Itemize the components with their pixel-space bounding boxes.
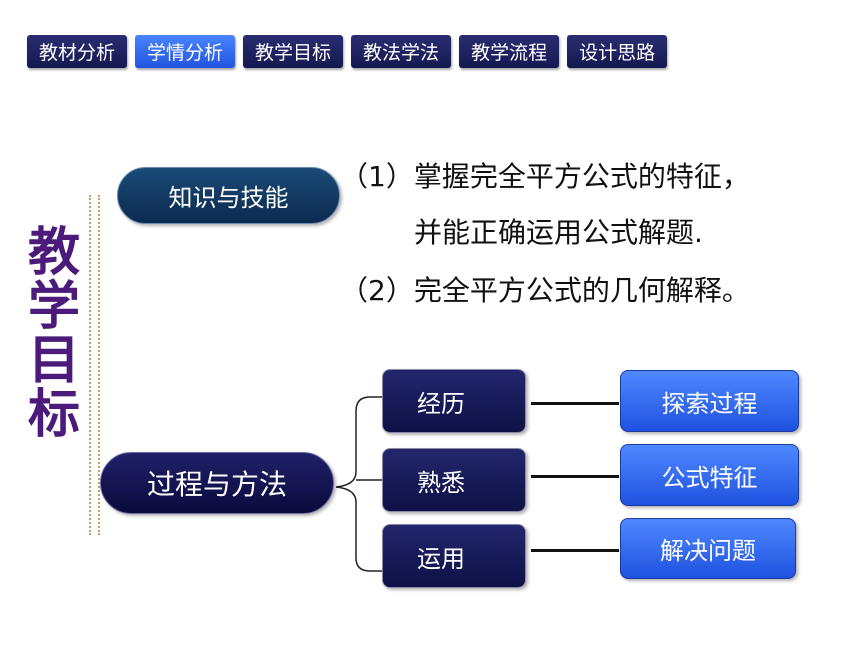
objective-1-line1: （1）掌握完全平方公式的特征， bbox=[340, 160, 750, 193]
side-title-char: 目 bbox=[27, 331, 80, 391]
objective-1-line2: 并能正确运用公式解题. bbox=[414, 216, 703, 249]
knowledge-skills-pill: 知识与技能 bbox=[117, 167, 340, 224]
dotted-divider bbox=[89, 195, 91, 535]
tab-textbook-analysis[interactable]: 教材分析 bbox=[27, 35, 128, 68]
tab-teaching-goals[interactable]: 教学目标 bbox=[243, 35, 344, 68]
step-verb-box: 运用 bbox=[382, 524, 526, 588]
process-methods-pill: 过程与方法 bbox=[100, 452, 334, 514]
connector-line bbox=[531, 402, 619, 405]
step-target-box: 公式特征 bbox=[620, 444, 799, 506]
side-title-char: 学 bbox=[27, 277, 80, 337]
connector-line bbox=[531, 549, 619, 552]
objective-2: （2）完全平方公式的几何解释。 bbox=[340, 274, 750, 307]
side-title: 教 学 目 标 bbox=[22, 226, 86, 442]
step-verb-box: 熟悉 bbox=[382, 448, 526, 512]
tab-teaching-methods[interactable]: 教法学法 bbox=[351, 35, 452, 68]
connector-line bbox=[531, 475, 619, 478]
dotted-divider bbox=[98, 195, 100, 535]
step-target-box: 探索过程 bbox=[620, 370, 799, 432]
tab-learner-analysis[interactable]: 学情分析 bbox=[135, 35, 236, 68]
tab-design-ideas[interactable]: 设计思路 bbox=[567, 35, 668, 68]
step-verb-box: 经历 bbox=[382, 369, 526, 433]
tab-teaching-process[interactable]: 教学流程 bbox=[459, 35, 560, 68]
nav-tabs: 教材分析 学情分析 教学目标 教法学法 教学流程 设计思路 bbox=[27, 35, 668, 68]
step-target-box: 解决问题 bbox=[620, 518, 796, 579]
side-title-char: 标 bbox=[27, 385, 80, 445]
side-title-char: 教 bbox=[27, 223, 80, 283]
